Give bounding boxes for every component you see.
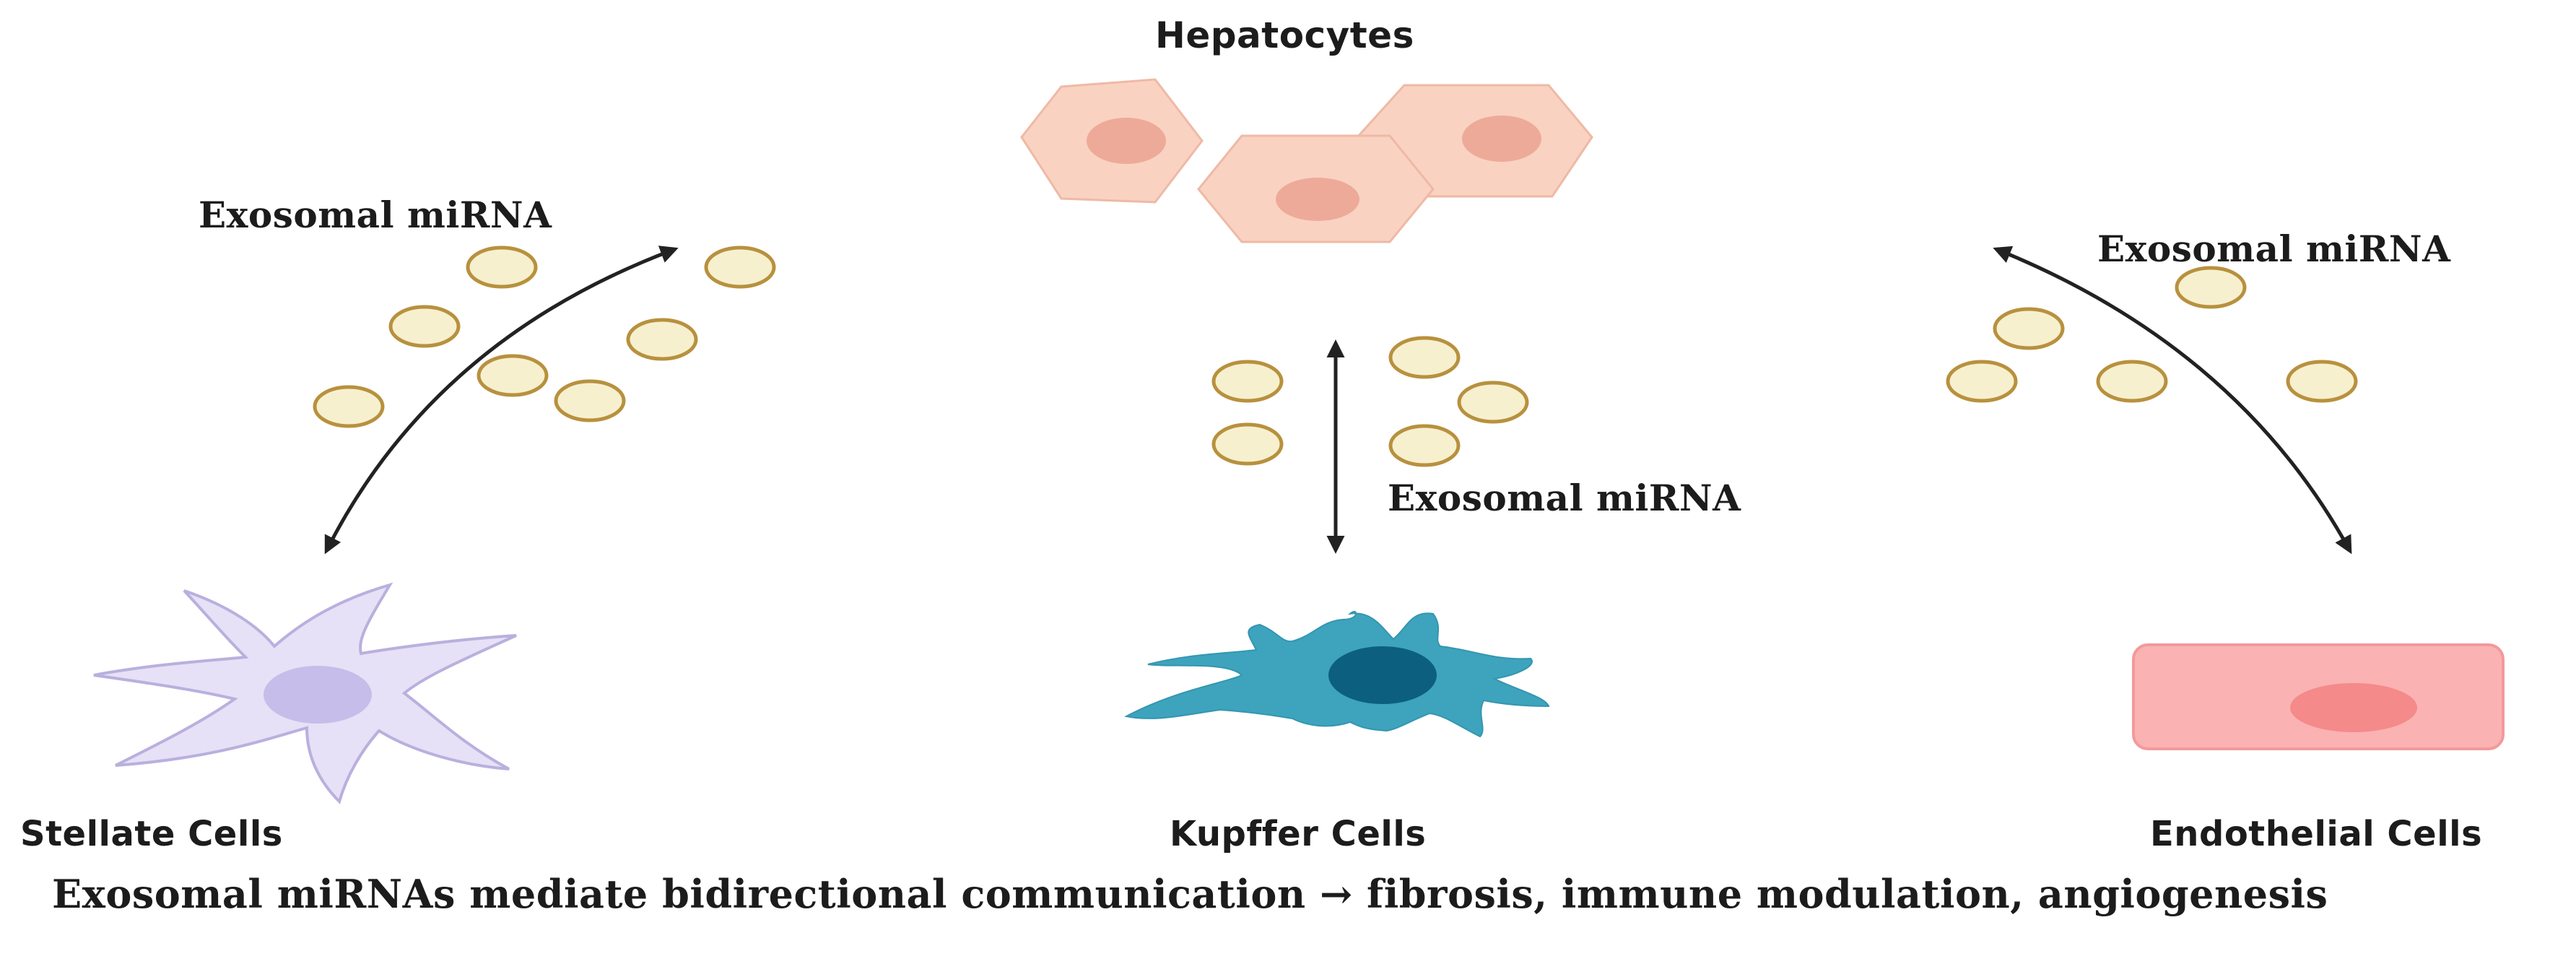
hepatocytes-illustration xyxy=(1020,78,1593,243)
exosome-vesicle xyxy=(388,305,461,348)
exosome-vesicle xyxy=(704,246,776,289)
hepatocyte-nucleus xyxy=(1462,116,1541,162)
exosome-vesicle xyxy=(1211,360,1284,403)
endothelial-cell-illustration xyxy=(2132,643,2505,750)
endothelial-nucleus xyxy=(2290,683,2417,732)
vesicles-left xyxy=(313,246,776,428)
exosomal-mirna-label-left: Exosomal miRNA xyxy=(199,194,552,236)
hepatocyte-nucleus xyxy=(1087,118,1166,164)
vesicles-center xyxy=(1211,336,1529,467)
exosome-vesicle xyxy=(1211,422,1284,466)
exosome-vesicle xyxy=(626,318,698,361)
exosome-vesicle xyxy=(2286,360,2358,403)
exosome-vesicle xyxy=(1993,307,2065,350)
hepatocytes-label: Hepatocytes xyxy=(1155,14,1414,56)
exosome-vesicle xyxy=(1388,424,1461,467)
kupffer-cells-label: Kupffer Cells xyxy=(1170,814,1427,854)
exosome-vesicle xyxy=(1457,381,1529,424)
hepatocyte-nucleus xyxy=(1276,178,1359,221)
exosome-vesicle xyxy=(313,385,385,428)
exosome-vesicle xyxy=(1388,336,1461,379)
exosomal-mirna-label-center: Exosomal miRNA xyxy=(1388,477,1741,519)
endothelial-cells-label: Endothelial Cells xyxy=(2150,814,2483,854)
stellate-cells-label: Stellate Cells xyxy=(20,814,283,854)
kupffer-nucleus xyxy=(1328,646,1437,704)
stellate-nucleus xyxy=(264,666,372,724)
exosome-vesicle xyxy=(1946,360,2018,403)
arrow-endothelial-bidirectional xyxy=(1993,246,2352,555)
exosome-vesicle xyxy=(2175,266,2247,309)
exosome-vesicle xyxy=(554,379,626,422)
kupffer-cell-illustration xyxy=(1124,611,1550,738)
exosome-vesicle xyxy=(2096,360,2168,403)
diagram-caption: Exosomal miRNAs mediate bidirectional co… xyxy=(52,871,2328,917)
arrow-stellate-bidirectional xyxy=(324,246,679,555)
exosome-vesicle xyxy=(466,246,538,289)
exosome-vesicle xyxy=(477,354,549,397)
vesicles-right xyxy=(1946,266,2358,403)
stellate-cell-illustration xyxy=(93,582,517,804)
exosomal-mirna-label-right: Exosomal miRNA xyxy=(2097,227,2451,270)
